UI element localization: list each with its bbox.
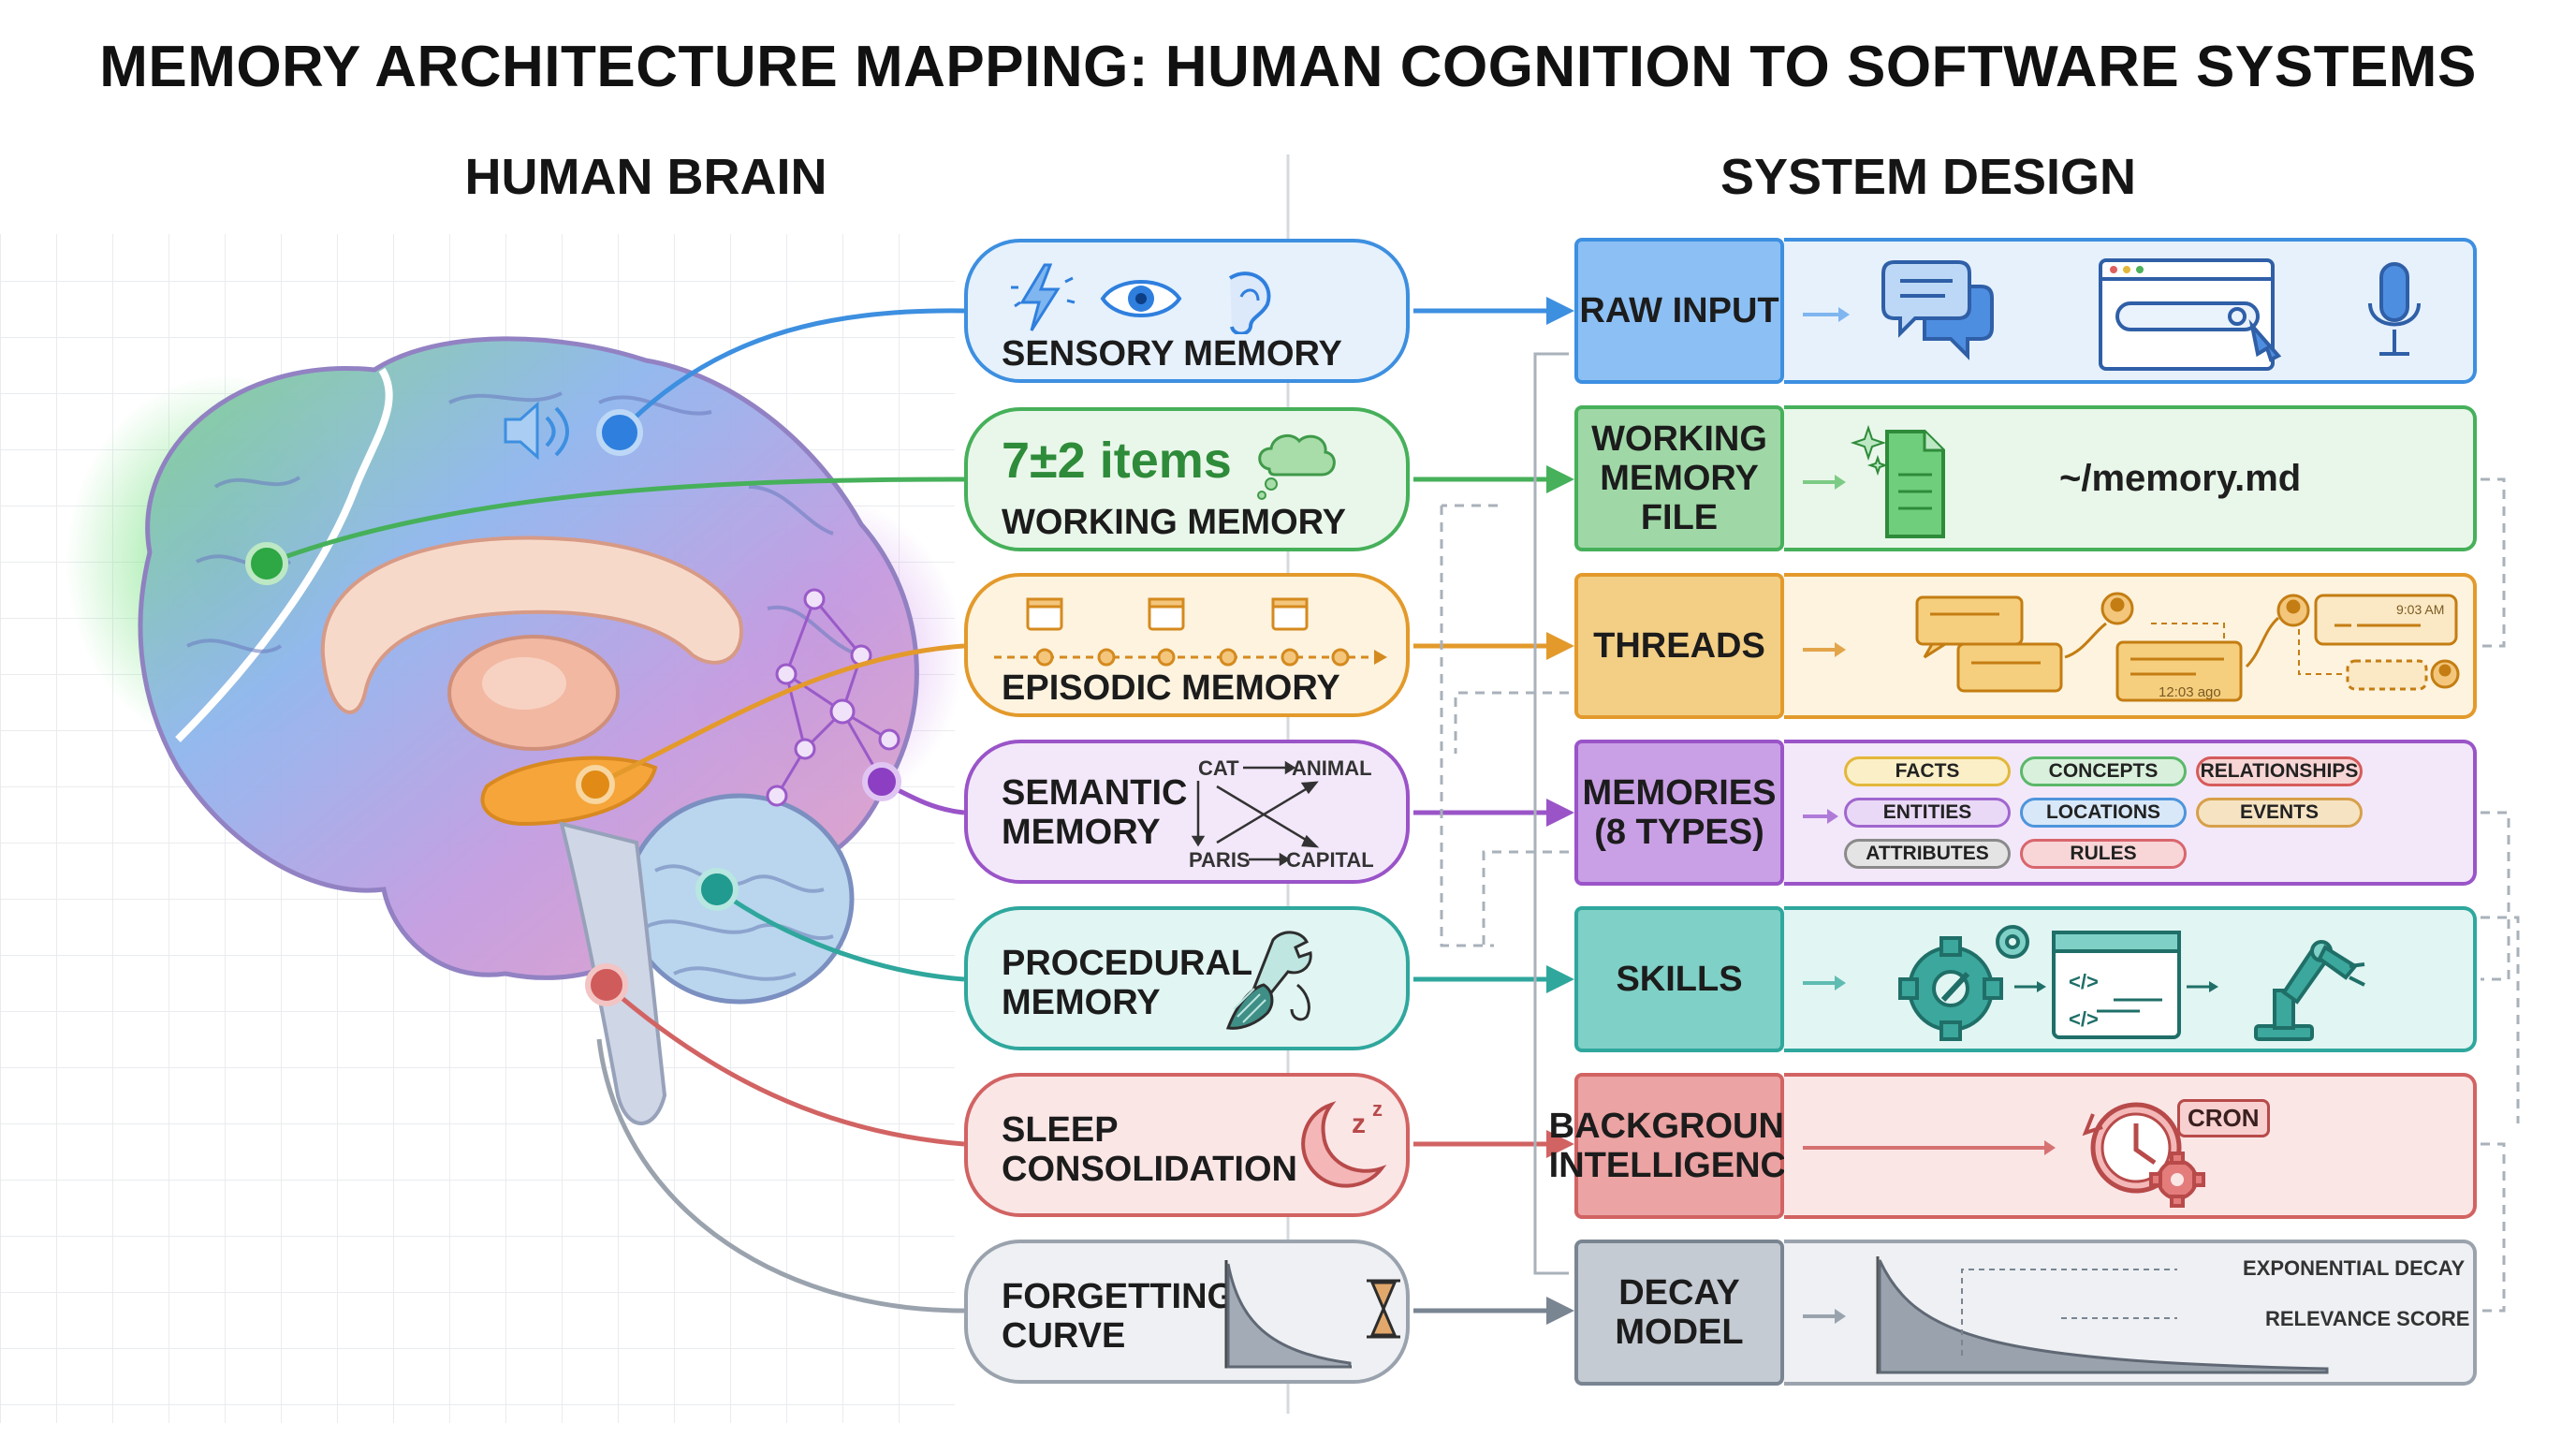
brain-illustration: [138, 336, 919, 1125]
code-window-icon: </> </>: [2052, 931, 2181, 1039]
procedural-label: PROCEDURAL MEMORY: [1002, 944, 1253, 1022]
panel-skills: </> </>: [1784, 906, 2477, 1052]
episodic-node: [576, 765, 615, 804]
box-background-intelligence: BACKGROUND INTELLIGENCE: [1549, 1073, 1809, 1219]
row-arrows: [1413, 297, 1574, 1325]
thread-timestamp-time: 9:03 AM: [2396, 602, 2444, 617]
chat-bubbles-icon: [1881, 260, 1994, 360]
panel-memories: FACTS CONCEPTS RELATIONSHIPS ENTITIES LOCATI…: [1784, 740, 2477, 886]
working-memory-capacity: 7±2 items: [1002, 433, 1232, 489]
feedback-lines: [1440, 352, 1569, 1275]
pill-sleep-consolidation: SLEEP CONSOLIDATION z z: [964, 1073, 1410, 1217]
pill-working-memory: 7±2 items WORKING MEMORY: [964, 407, 1410, 551]
decay-curve-chart: [1803, 1256, 2329, 1374]
microphone-icon: [2368, 262, 2421, 356]
memory-tag-attributes: ATTRIBUTES: [1844, 839, 2011, 869]
gear-icon: [1898, 925, 2029, 1041]
panel-background-intelligence: CRON: [1784, 1073, 2477, 1219]
panel-threads: 12:03 ago 9:03 AM: [1784, 573, 2477, 719]
panel-decay-model: EXPONENTIAL DECAY RELEVANCE SCORE: [1784, 1240, 2477, 1386]
box-decay-model: DECAY MODEL: [1574, 1240, 1784, 1386]
panel-raw-input: [1784, 238, 2477, 384]
box-threads: THREADS: [1574, 573, 1784, 719]
page-title: MEMORY ARCHITECTURE MAPPING: HUMAN COGNI…: [99, 35, 2477, 99]
panel-working-memory-file: ~/memory.md: [1784, 405, 2477, 551]
sleep-label: SLEEP CONSOLIDATION: [1002, 1110, 1297, 1189]
ear-icon: [1228, 271, 1271, 334]
pill-semantic-memory: SEMANTIC MEMORY CAT ANIMAL PARIS CAPITAL: [964, 740, 1410, 884]
pill-sensory-memory: SENSORY MEMORY: [964, 239, 1410, 383]
raw-input-icons: [1803, 258, 2421, 371]
moon-zzz-icon: z z: [1301, 1097, 1387, 1188]
memory-tag-locations: LOCATIONS: [2020, 798, 2187, 828]
forgetting-curve-chart: [1224, 1260, 1400, 1369]
memories-arrow: [1803, 809, 1838, 824]
memory-tag-rules: RULES: [2020, 839, 2187, 869]
document-sparkle-icon: [1803, 424, 1945, 538]
box-raw-input: RAW INPUT: [1574, 238, 1784, 384]
calendar-icon: [1026, 597, 1309, 631]
clock-gear-icon: [1803, 1102, 2205, 1208]
svg-text:z: z: [1352, 1108, 1366, 1139]
thread-chat-icons: 12:03 ago 9:03 AM: [1803, 592, 2460, 702]
thread-timestamp-ago: 12:03 ago: [2159, 684, 2221, 700]
semantic-word-animal: ANIMAL: [1292, 756, 1372, 780]
memory-file-path: ~/memory.md: [2059, 458, 2302, 499]
eye-icon: [1100, 280, 1182, 317]
working-label: WORKING MEMORY: [1002, 503, 1347, 542]
working-node: [245, 542, 288, 585]
pill-forgetting-curve: FORGETTING CURVE: [964, 1240, 1410, 1384]
forgetting-label: FORGETTING CURVE: [1002, 1277, 1236, 1356]
memory-tag-concepts: CONCEPTS: [2020, 756, 2187, 786]
box-skills: SKILLS: [1574, 906, 1784, 1052]
memory-tag-facts: FACTS: [1844, 756, 2011, 786]
sleep-node: [585, 963, 628, 1006]
exponential-decay-label: EXPONENTIAL DECAY: [2243, 1256, 2466, 1280]
semantic-label: SEMANTIC MEMORY: [1002, 773, 1188, 852]
thought-cloud-icon: [1257, 433, 1336, 500]
sensory-icons: [1011, 263, 1271, 334]
relevance-score-label: RELEVANCE SCORE: [2265, 1307, 2470, 1330]
svg-text:</>: </>: [2069, 970, 2099, 993]
right-feedback-lines: [2481, 477, 2520, 1313]
sensory-node: [596, 409, 643, 456]
semantic-word-capital: CAPITAL: [1286, 848, 1374, 872]
box-working-memory-file: WORKING MEMORY FILE: [1574, 405, 1784, 551]
semantic-node: [862, 762, 901, 801]
search-window-icon: [2099, 258, 2282, 371]
skills-icons: </> </>: [1803, 925, 2365, 1041]
hourglass-icon: [1367, 1279, 1400, 1339]
memory-tag-entities: ENTITIES: [1844, 798, 2011, 828]
sensory-label: SENSORY MEMORY: [1002, 334, 1342, 374]
right-column-heading: SYSTEM DESIGN: [1720, 149, 2137, 205]
left-column-heading: HUMAN BRAIN: [464, 149, 827, 205]
wrench-hand-icon: [1225, 931, 1312, 1030]
svg-text:</>: </>: [2069, 1007, 2099, 1031]
semantic-word-cat: CAT: [1198, 756, 1239, 780]
semantic-links: [1191, 760, 1320, 867]
svg-text:z: z: [1372, 1097, 1383, 1121]
cron-badge: CRON: [2177, 1099, 2270, 1137]
episodic-label: EPISODIC MEMORY: [1002, 668, 1340, 708]
lightning-icon: [1011, 263, 1076, 331]
procedural-node: [695, 868, 739, 911]
episodic-timeline: [994, 597, 1387, 667]
memory-tag-relationships: RELATIONSHIPS: [2196, 756, 2363, 786]
brain-connectors: [266, 308, 965, 1313]
box-memories: MEMORIES (8 TYPES): [1574, 740, 1784, 886]
pill-procedural-memory: PROCEDURAL MEMORY: [964, 906, 1410, 1050]
pill-episodic-memory: EPISODIC MEMORY: [964, 573, 1410, 717]
semantic-word-paris: PARIS: [1189, 848, 1251, 872]
memory-tag-events: EVENTS: [2196, 798, 2363, 828]
speaker-icon: [504, 401, 569, 461]
robot-arm-icon: [2254, 940, 2365, 1041]
